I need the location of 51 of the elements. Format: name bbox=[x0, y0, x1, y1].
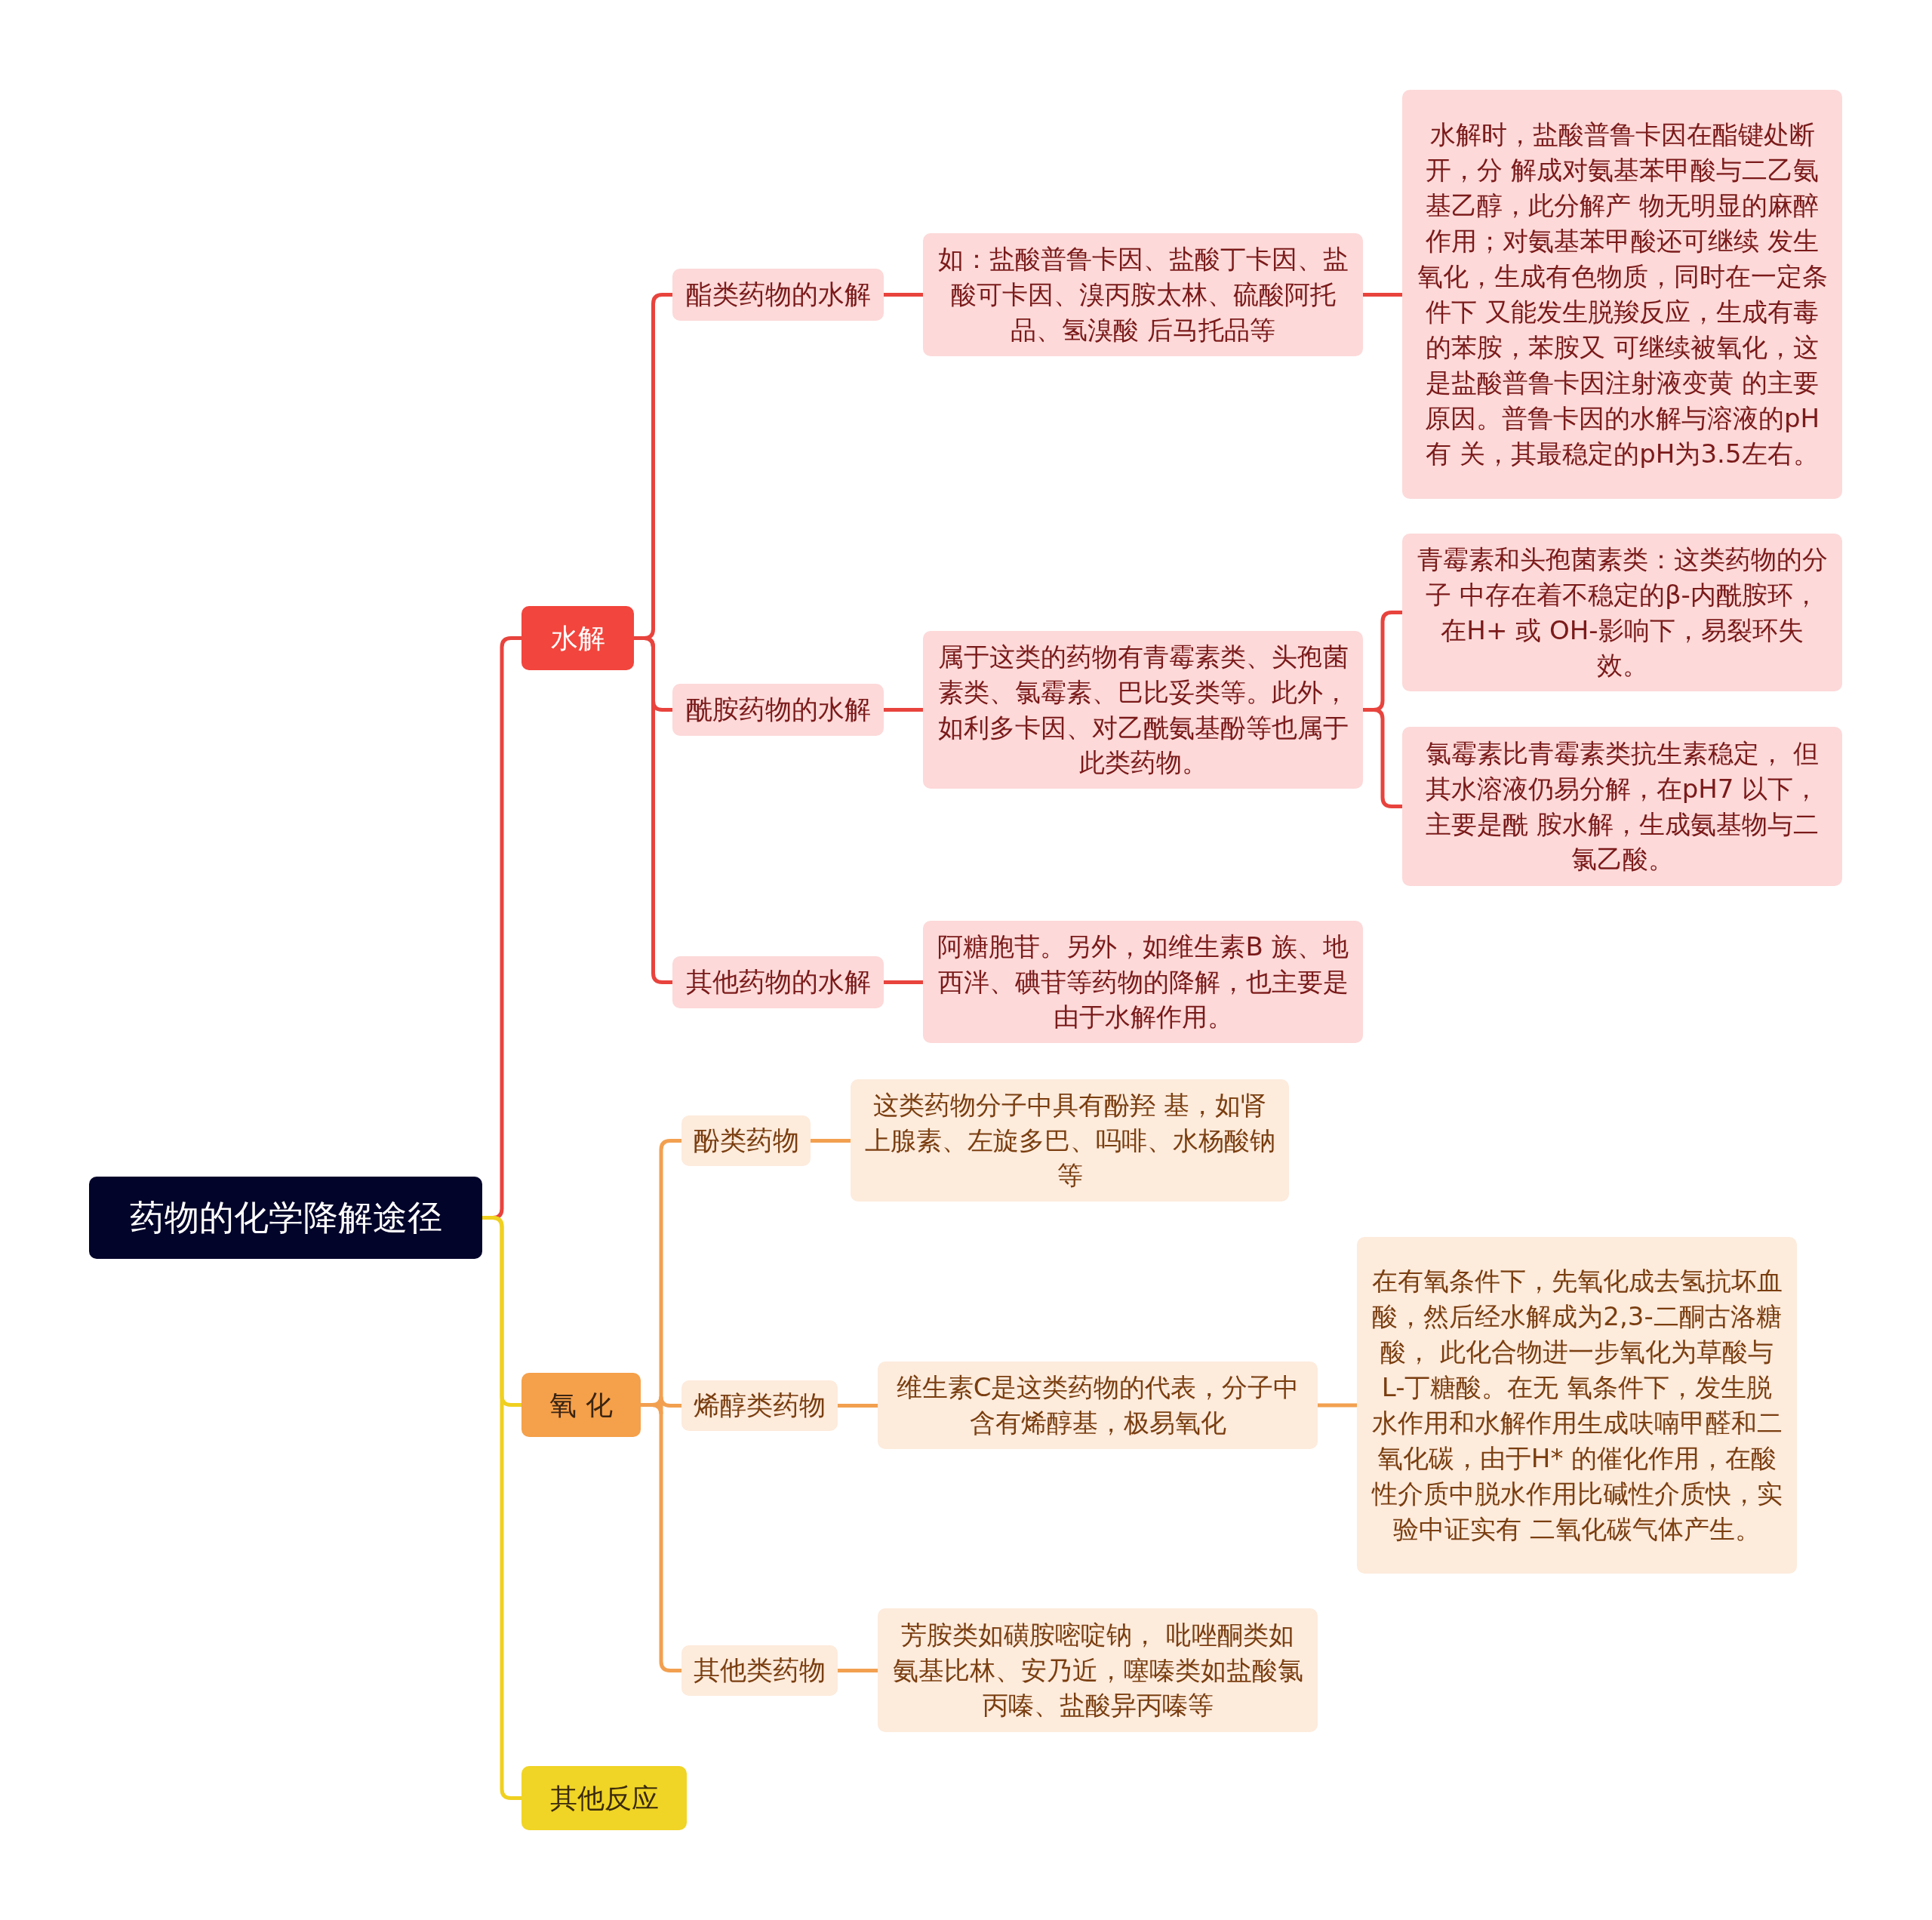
connector-line bbox=[884, 980, 923, 984]
connector-line bbox=[1363, 293, 1402, 297]
note-text: 芳胺类如磺胺嘧啶钠， 吡唑酮类如氨基比林、安乃近，噻嗪类如盐酸氯丙嗪、盐酸异丙嗪等 bbox=[891, 1618, 1304, 1722]
branch-topic-text: 氧 化 bbox=[549, 1388, 613, 1422]
note-box bbox=[851, 1079, 1289, 1202]
subtopic-text: 酯类药物的水解 bbox=[685, 278, 871, 312]
note-text: 阿糖胞苷。另外，如维生素B 族、地西泮、碘苷等药物的降解，也主要是由于水解作用。 bbox=[937, 930, 1349, 1034]
connector-line bbox=[641, 1403, 681, 1672]
connector-line bbox=[634, 636, 672, 984]
note-text: 青霉素和头孢菌素类：这类药物的分子 中存在着不稳定的β-内酰胺环，在H+ 或 OH-影响下，易裂环失效。 bbox=[1416, 543, 1829, 682]
subtopic-text: 其他药物的水解 bbox=[685, 966, 871, 999]
note-box bbox=[878, 1608, 1318, 1732]
note-box bbox=[1357, 1237, 1797, 1574]
subtopic-text: 酚类药物 bbox=[693, 1125, 799, 1158]
note-box bbox=[923, 921, 1363, 1043]
note-box bbox=[1402, 90, 1842, 499]
note-box bbox=[923, 631, 1363, 789]
connector-line bbox=[838, 1669, 878, 1672]
note-text: 维生素C是这类药物的代表，分子中含有烯醇基，极易氧化 bbox=[895, 1371, 1300, 1439]
subtopic-box bbox=[672, 684, 884, 736]
subtopic-box bbox=[681, 1380, 838, 1431]
connector-line bbox=[811, 1139, 851, 1143]
note-box bbox=[1402, 534, 1842, 691]
subtopic-box bbox=[681, 1645, 838, 1696]
subtopic-text: 酰胺药物的水解 bbox=[685, 694, 871, 727]
note-text: 这类药物分子中具有酚羟 基，如肾上腺素、左旋多巴、吗啡、水杨酸钠等 bbox=[864, 1088, 1275, 1192]
branch-topic-box bbox=[521, 1373, 641, 1437]
connector-line bbox=[884, 708, 923, 712]
connector-line bbox=[884, 293, 923, 297]
note-text: 属于这类的药物有青霉素类、头孢菌素类、氯霉素、巴比妥类等。此外，如利多卡因、对乙酰氨基酚等也属于此类药物。 bbox=[937, 640, 1349, 780]
connector-line bbox=[1363, 708, 1402, 808]
note-box bbox=[878, 1362, 1318, 1449]
branch-topic-text: 水解 bbox=[550, 621, 605, 655]
subtopic-box bbox=[672, 269, 884, 321]
subtopic-box bbox=[681, 1115, 811, 1166]
note-box bbox=[1402, 727, 1842, 886]
note-box bbox=[923, 233, 1363, 356]
note-text: 氯霉素比青霉素类抗生素稳定， 但其水溶液仍易分解，在pH7 以下，主要是酰 胺水解，生成氨基物与二氯乙酸。 bbox=[1424, 737, 1820, 876]
subtopic-box bbox=[672, 956, 884, 1008]
subtopic-text: 其他类药物 bbox=[694, 1654, 826, 1688]
branch-topic-text: 其他反应 bbox=[549, 1781, 659, 1815]
subtopic-text: 烯醇类药物 bbox=[694, 1389, 826, 1423]
note-text: 水解时，盐酸普鲁卡因在酯键处断开，分 解成对氨基苯甲酸与二乙氨基乙醇，此分解产 物无明显的麻醉作用；对氨基苯甲酸还可继续 发生氧化，生成有色物质，同时在一定条件下 又能发生脱羧反应，生成有毒的苯胺，苯胺又 可继续被氧化，这是盐酸普鲁卡因注射液变黄 的主要原因。普鲁卡因的水解与溶液的pH 有 关，其最稳定的pH为3.5左右。 bbox=[1416, 118, 1829, 470]
note-text: 如：盐酸普鲁卡因、盐酸丁卡因、盐酸可卡因、溴丙胺太林、硫酸阿托品、氢溴酸 后马托品等 bbox=[937, 243, 1349, 346]
central-topic-text: 药物的化学降解途径 bbox=[129, 1195, 442, 1239]
central-topic-box bbox=[89, 1177, 482, 1259]
note-text: 在有氧条件下，先氧化成去氢抗坏血酸，然后经水解成为2,3-二酮古洛糖酸， 此化合物进一步氧化为草酸与L-丁糖酸。在无 氧条件下，发生脱水作用和水解作用生成呋喃甲醛和二氧化碳，由于H* 的催化作用，在酸性介质中脱水作用比碱性介质快，实验中证实有 二氧化碳气体产生。 bbox=[1371, 1265, 1783, 1546]
branch-topic-box bbox=[521, 1766, 687, 1830]
connector-line bbox=[1318, 1403, 1357, 1408]
connector-line bbox=[838, 1404, 878, 1408]
branch-topic-box bbox=[521, 606, 634, 670]
